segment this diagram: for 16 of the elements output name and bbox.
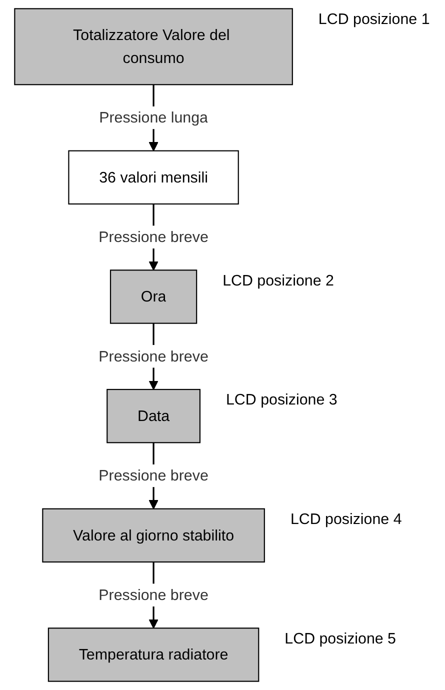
node-box: Totalizzatore Valore del consumo xyxy=(14,8,294,86)
node-box: Ora xyxy=(110,270,198,324)
position-label: LCD posizione 2 xyxy=(222,272,334,290)
node-box: Temperatura radiatore xyxy=(48,628,260,682)
position-label: LCD posizione 1 xyxy=(318,10,430,28)
node-box: Valore al giorno stabilito xyxy=(42,508,266,563)
edge-label: Pressione breve xyxy=(98,586,209,604)
edge-label: Pressione breve xyxy=(98,347,209,365)
node-box: Data xyxy=(106,388,201,444)
edge-label: Pressione breve xyxy=(98,228,209,246)
edge-label: Pressione breve xyxy=(98,466,209,484)
position-label: LCD posizione 4 xyxy=(290,511,402,528)
position-label: LCD posizione 5 xyxy=(284,630,396,648)
edge-label: Pressione lunga xyxy=(99,108,208,126)
position-label: LCD posizione 3 xyxy=(226,392,338,409)
node-box: 36 valori mensili xyxy=(68,150,240,204)
